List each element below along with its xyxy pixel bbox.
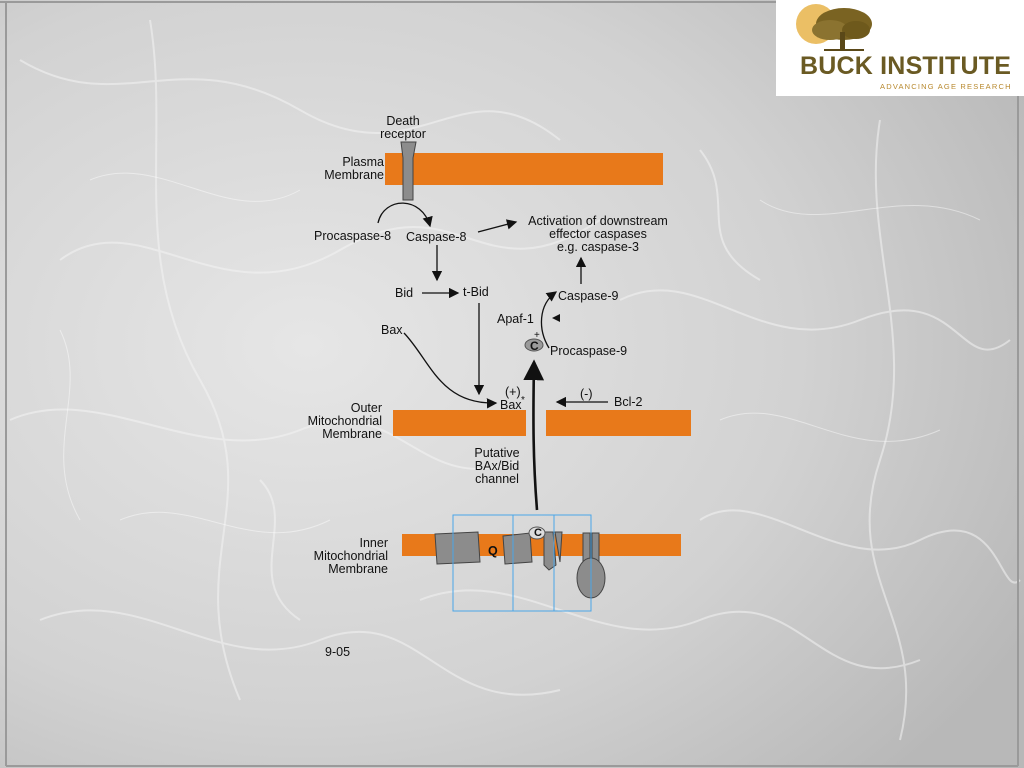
tree-logo-icon xyxy=(796,4,872,51)
apaf1-label: Apaf-1 xyxy=(497,312,534,326)
logo-tagline: ADVANCING AGE RESEARCH xyxy=(880,82,1012,91)
bax-to-baxstar-arrow xyxy=(403,332,498,409)
channel-label: Putative BAx/Bid channel xyxy=(474,446,520,486)
star-label: * xyxy=(521,395,525,406)
plasma-membrane-label: Plasma Membrane xyxy=(324,155,384,182)
procaspase9-label: Procaspase-9 xyxy=(550,344,628,358)
bax-label: Bax xyxy=(381,323,403,337)
inner-membrane-label: Inner Mitochondrial Membrane xyxy=(313,536,388,576)
cytochrome-c-release-arrow xyxy=(523,359,545,511)
plus-small-label: + xyxy=(534,330,540,341)
outer-membrane-label: Outer Mitochondrial Membrane xyxy=(307,401,382,441)
procaspase9-to-caspase9-arrow xyxy=(540,291,558,349)
outer-membrane-left-bar xyxy=(393,410,526,436)
plasma-membrane-bar xyxy=(385,153,663,185)
cytochrome-c-label: C xyxy=(530,339,539,353)
logo-panel xyxy=(776,0,1024,96)
date-label: 9-05 xyxy=(325,645,351,659)
procaspase8-to-caspase8-arrow xyxy=(377,202,433,228)
death-receptor-shape xyxy=(400,141,417,201)
logo-name: BUCK INSTITUTE xyxy=(800,52,1012,80)
activation-label: Activation of downstream effector caspas… xyxy=(528,214,668,254)
ubiquinone-label: Q xyxy=(488,544,498,558)
cytochrome-c-inner-blob xyxy=(528,526,546,540)
plus-label: (+) xyxy=(505,385,521,399)
complex-iv-shape xyxy=(543,531,563,571)
highlight-box-2 xyxy=(512,514,592,612)
bid-label: Bid xyxy=(395,286,414,300)
death-receptor-label: Death receptor xyxy=(380,114,426,141)
highlight-box-1 xyxy=(452,514,555,612)
cytochrome-c-blob xyxy=(524,338,544,352)
tbid-label: t-Bid xyxy=(463,285,489,299)
caspase8-label: Caspase-8 xyxy=(406,230,467,244)
caspase9-label: Caspase-9 xyxy=(558,289,619,303)
bcl2-label: Bcl-2 xyxy=(614,395,643,409)
bax-activated-label: Bax xyxy=(500,398,522,412)
complex-i-shape xyxy=(434,531,481,565)
outer-membrane-right-bar xyxy=(546,410,691,436)
minus-label: (-) xyxy=(580,387,593,401)
complex-iii-shape xyxy=(502,532,533,565)
inner-cytochrome-c-label: C xyxy=(534,527,542,539)
caspase8-to-activation-arrow xyxy=(477,219,518,233)
apaf1-arrowhead xyxy=(552,314,560,322)
procaspase8-label: Procaspase-8 xyxy=(314,229,392,243)
